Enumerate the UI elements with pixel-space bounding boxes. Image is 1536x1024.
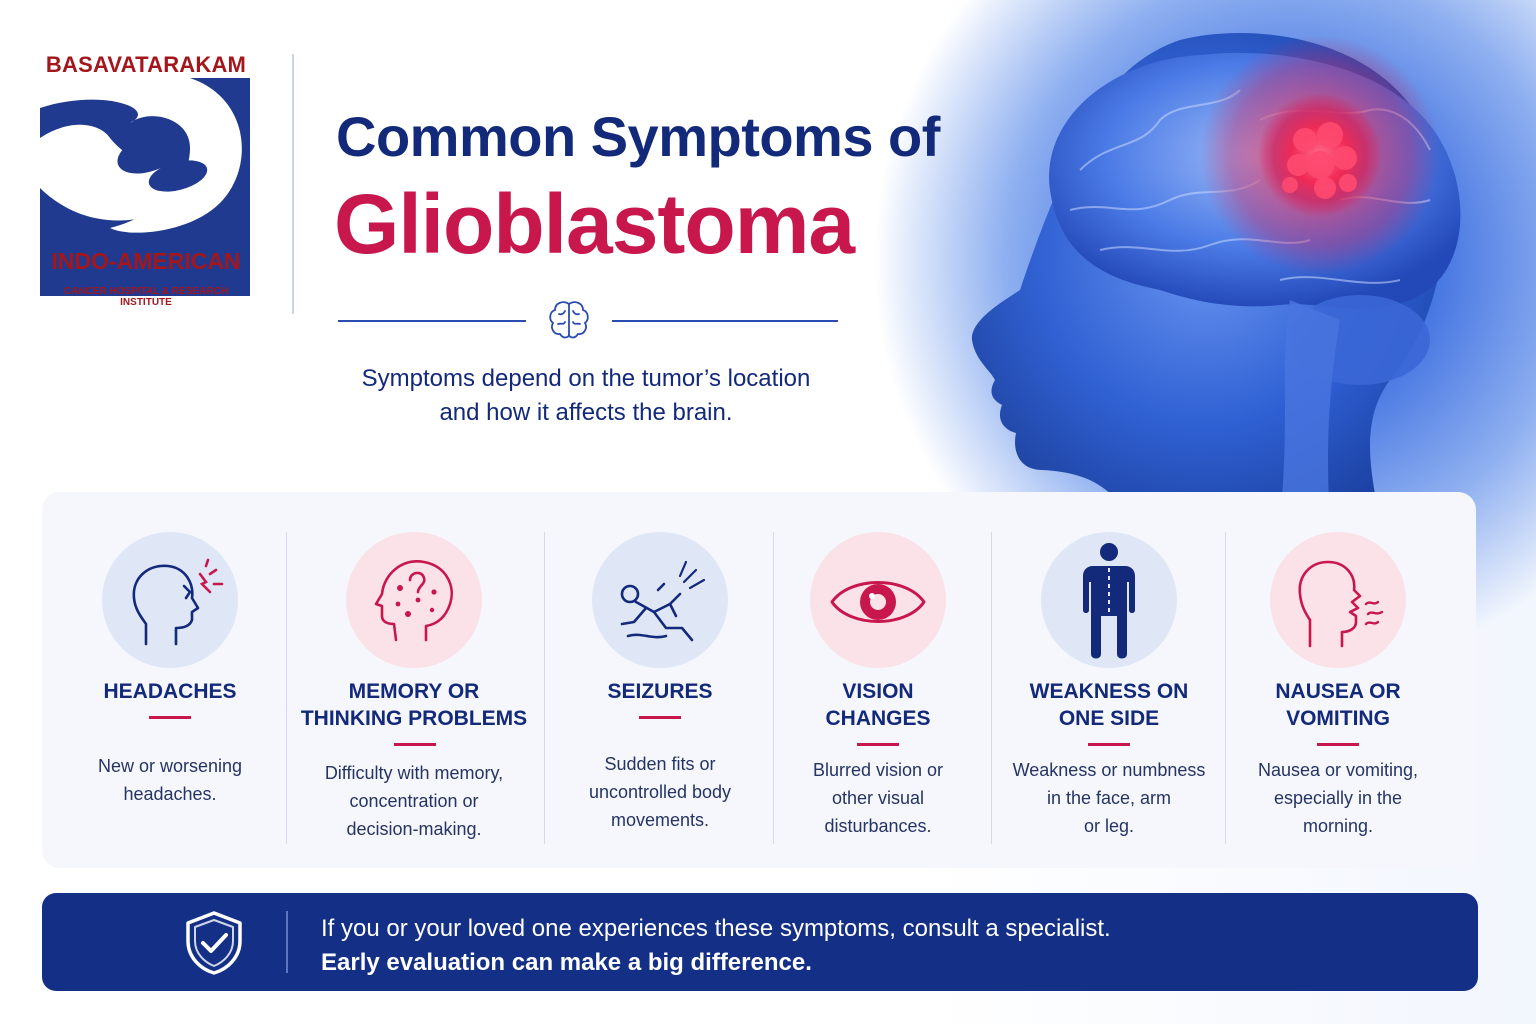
symptom-description: Nausea or vomiting, especially in the mo… (1238, 756, 1438, 840)
desc-line: disturbances. (824, 816, 932, 836)
symptom-card-memory: MEMORY OR THINKING PROBLEMS Difficulty w… (294, 492, 534, 868)
symptom-label-line: WEAKNESS ON (1029, 680, 1189, 703)
symptom-label: NAUSEA OR VOMITING (1238, 678, 1438, 732)
symptom-accent-line (149, 716, 191, 719)
desc-line: or leg. (1083, 816, 1135, 836)
desc-line: New or worsening (97, 756, 243, 776)
symptom-label-line: VOMITING (1286, 707, 1390, 730)
hands-emblem-icon (40, 78, 242, 233)
symptom-card-headaches: HEADACHES New or worsening headaches. (70, 492, 270, 868)
memory-head-question-icon (346, 532, 482, 668)
symptom-accent-line (394, 743, 436, 746)
eye-icon (810, 532, 946, 668)
desc-line: headaches. (123, 784, 217, 804)
symptom-label: SEIZURES (560, 678, 760, 705)
symptom-label: HEADACHES (70, 678, 270, 705)
shield-check-icon (186, 911, 242, 975)
subtitle-line2: and how it affects the brain. (439, 399, 733, 426)
card-divider (286, 532, 287, 844)
symptom-accent-line (1317, 743, 1359, 746)
desc-line: morning. (1302, 816, 1374, 836)
desc-line: in the face, arm (1046, 788, 1172, 808)
symptom-label-line: HEADACHES (103, 680, 237, 703)
page-title-line2: Glioblastoma (334, 177, 855, 271)
desc-line: Difficulty with memory, (324, 763, 504, 783)
desc-line: other visual (831, 788, 925, 808)
person-weakness-icon (1041, 532, 1177, 668)
brain-illustration (971, 33, 1461, 520)
banner-text-line1: If you or your loved one experiences the… (321, 915, 1111, 942)
desc-line: decision-making. (346, 819, 482, 839)
symptom-label-line: THINKING PROBLEMS (300, 707, 528, 730)
symptom-description: Difficulty with memory, concentration or… (294, 759, 534, 843)
subtitle-line1: Symptoms depend on the tumor’s location (361, 365, 811, 392)
symptom-label: WEAKNESS ON ONE SIDE (1000, 678, 1218, 732)
symptom-label-line: VISION (842, 680, 914, 703)
symptoms-panel: HEADACHES New or worsening headaches. ME (42, 492, 1476, 868)
symptom-accent-line (857, 743, 899, 746)
logo-divider (292, 54, 294, 314)
symptom-label-line: NAUSEA OR (1275, 680, 1401, 703)
symptom-card-vision: VISION CHANGES Blurred vision or other v… (778, 492, 978, 868)
logo-top-text: BASAVATARAKAM (45, 52, 247, 77)
card-divider (544, 532, 545, 844)
desc-line: Weakness or numbness (1012, 760, 1206, 780)
advice-banner: If you or your loved one experiences the… (42, 893, 1478, 991)
page-title-line1: Common Symptoms of (336, 105, 940, 168)
logo-emblem (40, 78, 250, 296)
banner-divider (286, 911, 288, 973)
nausea-face-icon (1270, 532, 1406, 668)
symptom-description: New or worsening headaches. (70, 752, 270, 808)
logo-bottom-text: CANCER HOSPITAL & RESEARCH INSTITUTE (63, 286, 229, 308)
card-divider (991, 532, 992, 844)
desc-line: concentration or (349, 791, 479, 811)
symptom-card-nausea: NAUSEA OR VOMITING Nausea or vomiting, e… (1238, 492, 1438, 868)
desc-line: uncontrolled body (588, 782, 732, 802)
symptom-accent-line (1088, 743, 1130, 746)
title-rule-right (612, 320, 838, 322)
symptom-accent-line (639, 716, 681, 719)
symptom-label-line: MEMORY OR (348, 680, 480, 703)
card-divider (773, 532, 774, 844)
title-rule-left (338, 320, 526, 322)
brain-icon (549, 301, 589, 339)
headache-icon (102, 532, 238, 668)
desc-line: Blurred vision or (812, 760, 944, 780)
seizure-icon (592, 532, 728, 668)
symptom-label: MEMORY OR THINKING PROBLEMS (294, 678, 534, 732)
symptom-label: VISION CHANGES (778, 678, 978, 732)
card-divider (1225, 532, 1226, 844)
logo-middle-text: INDO-AMERICAN (51, 248, 241, 274)
symptom-description: Weakness or numbness in the face, arm or… (1000, 756, 1218, 840)
symptom-description: Blurred vision or other visual disturban… (778, 756, 978, 840)
symptom-card-weakness: WEAKNESS ON ONE SIDE Weakness or numbnes… (1000, 492, 1218, 868)
desc-line: movements. (610, 810, 710, 830)
banner-text-line2: Early evaluation can make a big differen… (321, 949, 812, 976)
desc-line: Sudden fits or (604, 754, 716, 774)
subtitle: Symptoms depend on the tumor’s location … (318, 362, 854, 430)
symptom-label-line: CHANGES (825, 707, 931, 730)
symptom-label-line: ONE SIDE (1058, 707, 1160, 730)
symptom-description: Sudden fits or uncontrolled body movemen… (560, 750, 760, 834)
desc-line: especially in the (1273, 788, 1403, 808)
symptom-label-line: SEIZURES (607, 680, 713, 703)
hospital-logo: BASAVATARAKAM INDO-AMERICAN CANCER HOSPI… (38, 52, 254, 308)
desc-line: Nausea or vomiting, (1257, 760, 1419, 780)
symptom-card-seizures: SEIZURES Sudden fits or uncontrolled bod… (560, 492, 760, 868)
